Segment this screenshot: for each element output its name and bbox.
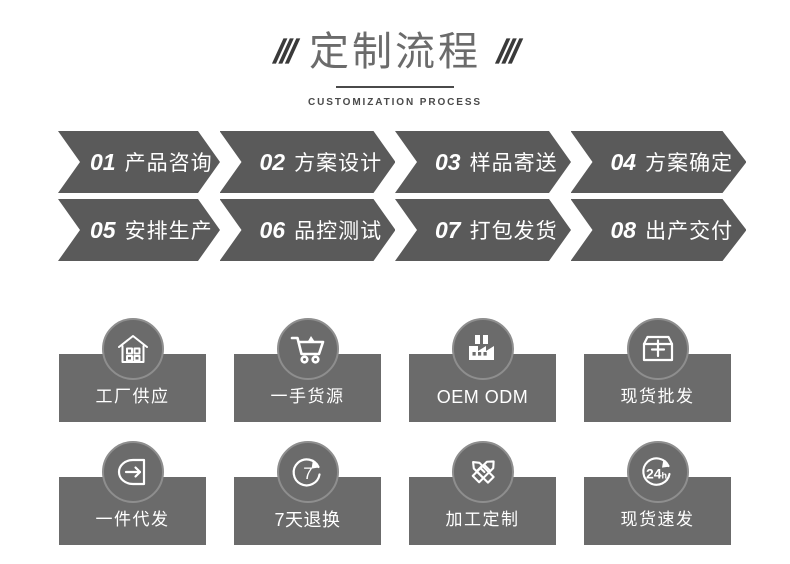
factory-house-icon (101, 318, 164, 380)
process-step: 06 品控测试 (219, 199, 395, 261)
feature-card: 加工定制 (409, 441, 556, 545)
step-number: 08 (610, 217, 637, 243)
step-label: 出产交付 (645, 219, 734, 243)
step-number: 05 (90, 217, 116, 243)
twentyfour-hour-icon: 24h (626, 441, 689, 503)
process-step: 07 打包发货 (395, 199, 571, 261)
box-arrow-out-icon (101, 441, 164, 503)
feature-card: 7 7天退换 (234, 441, 381, 545)
process-step: 08 出产交付 (570, 199, 746, 261)
feature-label: 7天退换 (274, 510, 341, 530)
step-label: 方案设计 (294, 151, 383, 175)
shopping-cart-icon (276, 318, 339, 380)
step-label: 产品咨询 (124, 151, 213, 175)
feature-label: 一件代发 (95, 510, 170, 530)
seven-day-return-icon: 7 (276, 441, 339, 503)
page-subtitle: CUSTOMIZATION PROCESS (308, 97, 482, 108)
slash-decoration-right: /// (495, 33, 518, 71)
divider-rule (336, 86, 454, 88)
process-step: 03 样品寄送 (395, 131, 571, 193)
pencil-ruler-icon (451, 441, 514, 503)
feature-label: 现货批发 (620, 387, 695, 407)
step-number: 02 (259, 149, 286, 175)
process-row-1: 01 产品咨询 02 方案设计 03 样品寄送 04 方案确定 (44, 131, 746, 193)
step-number: 03 (435, 149, 461, 175)
feature-row-1: 工厂供应 一手货源 (0, 318, 790, 422)
process-step: 02 方案设计 (219, 131, 395, 193)
step-number: 01 (90, 149, 116, 175)
feature-card: 工厂供应 (59, 318, 206, 422)
step-label: 方案确定 (645, 151, 734, 175)
subtitle-block: CUSTOMIZATION PROCESS (0, 86, 790, 108)
process-step: 01 产品咨询 (44, 131, 220, 193)
step-number: 06 (259, 217, 286, 243)
feature-card: 24h 现货速发 (584, 441, 731, 545)
feature-card: OEM ODM (409, 318, 556, 422)
feature-label: 一手货源 (270, 387, 345, 407)
step-number: 07 (435, 217, 461, 243)
features-section: 工厂供应 一手货源 (0, 318, 790, 564)
step-label: 样品寄送 (469, 151, 558, 175)
feature-label: 加工定制 (445, 510, 520, 530)
factory-chimney-icon (451, 318, 514, 380)
feature-card: 一件代发 (59, 441, 206, 545)
step-number: 04 (610, 149, 637, 175)
page-title: 定制流程 (309, 29, 481, 75)
section-header: /// 定制流程 /// CUSTOMIZATION PROCESS (0, 24, 790, 108)
process-row-2: 05 安排生产 06 品控测试 07 打包发货 08 出产交付 (44, 199, 746, 261)
step-label: 品控测试 (294, 219, 383, 243)
open-box-icon (626, 318, 689, 380)
feature-row-2: 一件代发 7 7天退换 (0, 441, 790, 545)
feature-label: 现货速发 (620, 510, 695, 530)
svg-text:7: 7 (303, 464, 312, 483)
feature-card: 现货批发 (584, 318, 731, 422)
process-step: 04 方案确定 (570, 131, 746, 193)
feature-card: 一手货源 (234, 318, 381, 422)
title-row: /// 定制流程 /// (0, 24, 790, 80)
process-step: 05 安排生产 (44, 199, 220, 261)
step-label: 安排生产 (124, 219, 213, 243)
feature-label: OEM ODM (436, 387, 529, 407)
svg-text:24h: 24h (645, 466, 666, 482)
slash-decoration-left: /// (272, 33, 295, 71)
step-label: 打包发货 (469, 219, 558, 243)
feature-label: 工厂供应 (95, 387, 170, 407)
